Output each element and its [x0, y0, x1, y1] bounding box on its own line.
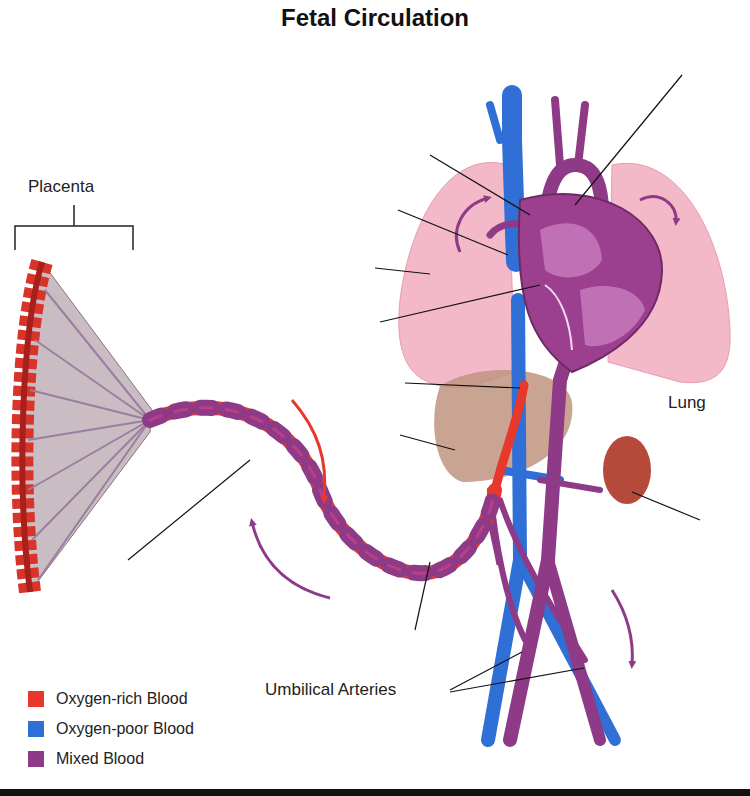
placenta: [22, 262, 152, 592]
part-label-slot: Placenta: [28, 177, 94, 197]
legend-swatch: [28, 751, 44, 767]
diagram-title-slot: Fetal Circulation: [281, 4, 469, 32]
kidney: [603, 436, 651, 504]
legend-text-slot: Oxygen-rich Blood: [56, 690, 188, 708]
legend-text: Oxygen-rich Blood: [56, 690, 188, 707]
part-label: Umbilical Arteries: [265, 680, 396, 699]
legend-text: Mixed Blood: [56, 750, 144, 767]
placenta-bracket: [15, 205, 133, 250]
part-label-slot: Lung: [668, 393, 706, 413]
umbilical-cord: [150, 408, 495, 573]
legend-text-slot: Mixed Blood: [56, 750, 144, 768]
part-label: Placenta: [28, 177, 94, 196]
part-label-slot: Umbilical Arteries: [265, 680, 396, 700]
legend-swatch: [28, 721, 44, 737]
diagram-title: Fetal Circulation: [281, 4, 469, 31]
blood-vessels: [488, 95, 630, 740]
legend-swatch: [28, 691, 44, 707]
heart: [519, 194, 662, 372]
legend-text: Oxygen-poor Blood: [56, 720, 194, 737]
leader-lines: [128, 75, 700, 692]
part-label: Lung: [668, 393, 706, 412]
bottom-bar: [0, 789, 750, 796]
legend-text-slot: Oxygen-poor Blood: [56, 720, 194, 738]
flow-arrows: [252, 197, 676, 665]
